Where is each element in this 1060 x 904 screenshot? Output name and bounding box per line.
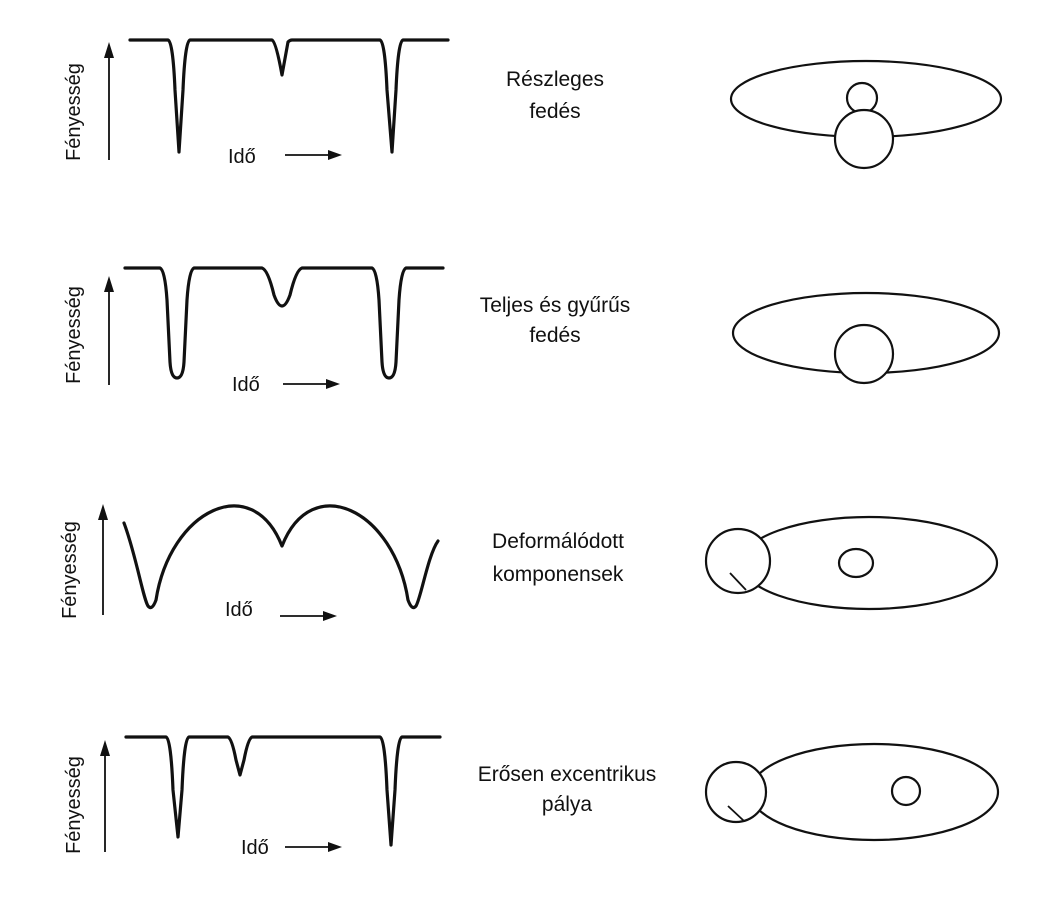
x-axis-label-time: Idő	[241, 837, 269, 859]
time-arrowhead	[328, 150, 342, 160]
caption-line-2: komponensek	[493, 563, 624, 586]
caption-line-1: Részleges	[506, 68, 604, 91]
y-axis-arrowhead	[104, 276, 114, 292]
orbit-overlap-mark	[729, 572, 747, 591]
lightcurve-panel-deformed: Fényesség Idő	[59, 504, 440, 621]
time-arrowhead	[323, 611, 337, 621]
orbit-overlap-mark	[727, 805, 745, 822]
row-eccentric: Fényesség Idő Erősen excentrikus pálya	[63, 735, 1000, 859]
small-star	[890, 775, 922, 807]
y-axis-label-brightness: Fényesség	[59, 521, 81, 619]
x-axis-label-time: Idő	[232, 374, 260, 396]
light-curve-partial	[128, 38, 450, 154]
caption-total-annular: Teljes és gyűrűs fedés	[480, 294, 631, 347]
light-curve-eccentric	[124, 735, 442, 847]
caption-line-1: Erősen excentrikus	[478, 763, 657, 786]
y-axis-arrowhead	[100, 740, 110, 756]
caption-line-2: fedés	[529, 324, 580, 347]
small-star	[845, 81, 879, 115]
lightcurve-panel-total-annular: Fényesség Idő	[63, 266, 445, 396]
large-star	[704, 527, 772, 595]
orbit-sketch-deformed	[704, 515, 999, 611]
x-axis-label-time: Idő	[228, 146, 256, 168]
caption-partial: Részleges fedés	[506, 68, 604, 123]
large-star	[833, 108, 895, 170]
row-deformed: Fényesség Idő Deformálódott komponensek	[59, 504, 999, 621]
caption-line-1: Teljes és gyűrűs	[480, 294, 631, 317]
time-arrowhead	[326, 379, 340, 389]
y-axis-label-brightness: Fényesség	[63, 756, 85, 854]
caption-deformed: Deformálódott komponensek	[492, 530, 624, 586]
y-axis-label-brightness: Fényesség	[63, 63, 85, 161]
orbit-ellipse	[748, 742, 1000, 842]
caption-eccentric: Erősen excentrikus pálya	[478, 763, 657, 816]
light-curve-total-annular	[123, 266, 445, 380]
orbit-sketch-partial	[729, 59, 1003, 170]
caption-line-1: Deformálódott	[492, 530, 624, 553]
caption-line-2: pálya	[542, 793, 593, 816]
lightcurve-panel-partial: Fényesség Idő	[63, 38, 450, 168]
orbit-sketch-total-annular	[731, 291, 1001, 385]
y-axis-arrowhead	[104, 42, 114, 58]
y-axis-arrowhead	[98, 504, 108, 520]
small-star	[837, 547, 875, 579]
orbit-sketch-eccentric	[704, 742, 1000, 842]
lightcurve-panel-eccentric: Fényesség Idő	[63, 735, 442, 859]
large-star	[704, 760, 768, 824]
light-curve-deformed	[122, 504, 440, 610]
time-arrowhead	[328, 842, 342, 852]
row-total-annular: Fényesség Idő Teljes és gyűrűs fedés	[63, 266, 1001, 396]
y-axis-label-brightness: Fényesség	[63, 286, 85, 384]
caption-line-2: fedés	[529, 100, 580, 123]
large-star	[833, 323, 895, 385]
x-axis-label-time: Idő	[225, 599, 253, 621]
row-partial: Fényesség Idő Részleges fedés	[63, 38, 1003, 170]
